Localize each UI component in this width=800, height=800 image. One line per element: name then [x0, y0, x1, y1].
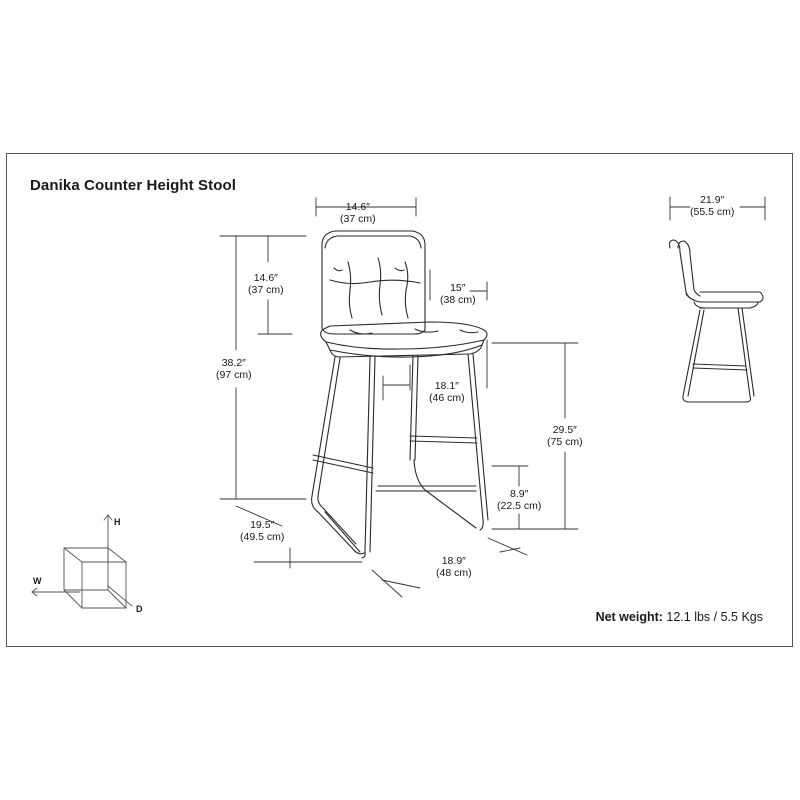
diagram-frame	[6, 153, 793, 647]
axis-label-h: H	[114, 517, 121, 527]
net-weight-label: Net weight:	[595, 610, 663, 624]
dim-seat-width: 14.6″ (37 cm)	[340, 201, 376, 225]
dim-side-depth-in: 21.9″	[700, 194, 725, 206]
dim-footrest-height-cm: (22.5 cm)	[497, 500, 542, 512]
dim-base-side-in: 19.5″	[250, 519, 275, 531]
axis-label-d: D	[136, 604, 143, 614]
dim-base-depth: 18.9″ (48 cm)	[436, 555, 472, 579]
dim-seat-width-in: 14.6″	[345, 201, 370, 213]
dim-overall-height-in: 38.2″	[221, 357, 246, 369]
dim-side-depth: 21.9″ (55.5 cm)	[690, 194, 734, 218]
dim-side-depth-cm: (55.5 cm)	[690, 206, 735, 218]
stool-front-view	[311, 230, 489, 559]
dim-back-height: 14.6″ (37 cm)	[248, 272, 284, 296]
dim-seat-height-in: 29.5″	[552, 424, 577, 436]
net-weight-value: 12.1 lbs / 5.5 Kgs	[666, 610, 763, 624]
dim-seat-height-cm: (75 cm)	[547, 436, 583, 448]
dim-base-depth-cm: (48 cm)	[436, 567, 472, 579]
dim-base-side: 19.5″ (49.5 cm)	[240, 519, 284, 543]
dim-footrest-height-in: 8.9″	[510, 488, 529, 500]
dimension-lines	[219, 197, 579, 598]
dim-base-side-cm: (49.5 cm)	[240, 531, 285, 543]
stool-side-view	[668, 196, 766, 403]
dim-seat-depth: 15″ (38 cm)	[440, 282, 476, 306]
dim-footrest-height: 8.9″ (22.5 cm)	[497, 488, 541, 512]
dim-base-width: 18.1″ (46 cm)	[429, 380, 465, 404]
dim-base-width-cm: (46 cm)	[429, 392, 465, 404]
dim-seat-depth-in: 15″	[450, 282, 466, 294]
dim-back-height-in: 14.6″	[253, 272, 278, 284]
dim-base-width-in: 18.1″	[434, 380, 459, 392]
axis-label-w: W	[33, 576, 42, 586]
net-weight: Net weight: 12.1 lbs / 5.5 Kgs	[596, 610, 763, 624]
dim-seat-depth-cm: (38 cm)	[440, 294, 476, 306]
dim-seat-height: 29.5″ (75 cm)	[547, 424, 583, 448]
axis-cube	[31, 514, 133, 609]
page-title: Danika Counter Height Stool	[30, 177, 237, 194]
dim-overall-height-cm: (97 cm)	[216, 369, 252, 381]
dim-overall-height: 38.2″ (97 cm)	[216, 357, 252, 381]
dim-base-depth-in: 18.9″	[441, 555, 466, 567]
dim-seat-width-cm: (37 cm)	[340, 213, 376, 225]
dim-back-height-cm: (37 cm)	[248, 284, 284, 296]
